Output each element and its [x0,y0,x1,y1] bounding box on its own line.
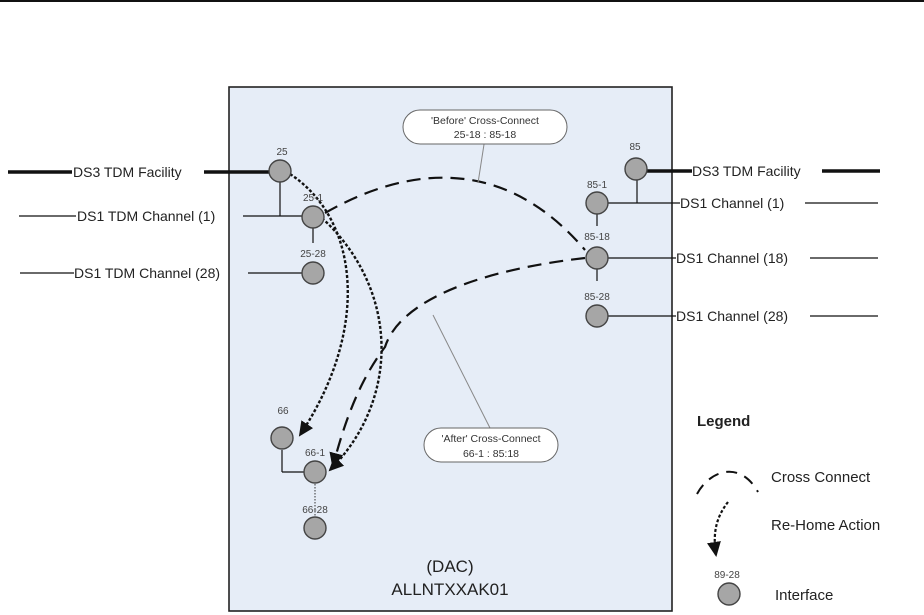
left-ds1-channel-28-label: DS1 TDM Channel (28) [74,265,220,281]
interface-node-85-18[interactable]: 85-18 [584,232,610,270]
interface-label-85: 85 [629,142,641,153]
interface-node-66-28[interactable]: 66-28 [302,505,328,540]
dashed-arc-icon [696,470,759,495]
re-home-arrow-25-to-66 [289,172,349,437]
after-cross-connect-callout: 'After' Cross-Connect 66-1 : 85:18 [423,427,559,463]
after-callout-title: 'After' Cross-Connect [441,433,540,445]
left-ds1-channel-1-label: DS1 TDM Channel (1) [77,208,215,224]
left-ds3-facility-label: DS3 TDM Facility [73,164,182,180]
after-callout-value: 66-1 : 85:18 [463,448,519,460]
right-ds1-channel-18-label: DS1 Channel (18) [676,250,788,266]
dac-type-label: (DAC) [426,557,473,576]
right-ds3-facility-link: DS3 TDM Facility [637,163,880,179]
legend-item-interface: 89-28 Interface [714,570,833,606]
after-cross-connect-arc [329,256,586,468]
interface-label-85-18: 85-18 [584,232,610,243]
interface-label-85-1: 85-1 [587,180,607,191]
interface-label-25-28: 25-28 [300,249,326,260]
legend: Legend Cross Connect Re-Home Action 89-2… [696,413,880,606]
before-cross-connect-callout: 'Before' Cross-Connect 25-18 : 85-18 [402,109,568,145]
left-ds3-facility-link: DS3 TDM Facility [8,164,270,180]
legend-interface-sample-id: 89-28 [714,570,740,581]
before-callout-title: 'Before' Cross-Connect [431,115,539,127]
interface-label-25-1: 25-1 [303,193,323,204]
right-ds1-channel-18-link: DS1 Channel (18) [596,214,878,266]
right-ds1-channel-1-label: DS1 Channel (1) [680,195,784,211]
left-ds1-channel-1-link: DS1 TDM Channel (1) [19,181,302,224]
interface-label-66: 66 [277,406,289,417]
interface-node-icon [717,582,741,606]
after-callout-leader [432,314,491,429]
dac-device-name: ALLNTXXAK01 [391,580,508,599]
right-ds1-channel-1-link: DS1 Channel (1) [607,171,878,211]
right-ds3-facility-label: DS3 TDM Facility [692,163,801,179]
legend-item-re-home-action: Re-Home Action [707,501,880,557]
interface-node-66-1[interactable]: 66-1 [303,448,327,484]
re-home-arrow-25-1-to-66-1 [321,217,383,472]
before-callout-value: 25-18 : 85-18 [454,129,517,141]
interface-node-85-28[interactable]: 85-28 [584,292,610,328]
legend-item-cross-connect: Cross Connect [696,469,871,495]
interface-label-66-28: 66-28 [302,505,328,516]
interface-node-85[interactable]: 85 [624,142,648,181]
interface-node-25[interactable]: 25 [268,147,292,183]
legend-label-re-home-action: Re-Home Action [771,517,880,534]
interface-label-66-1: 66-1 [305,448,325,459]
interface-node-85-1[interactable]: 85-1 [585,180,609,215]
before-callout-leader [477,137,486,184]
right-ds1-channel-28-label: DS1 Channel (28) [676,308,788,324]
left-ds1-channel-28-link: DS1 TDM Channel (28) [20,227,314,281]
before-cross-connect-arc [324,176,586,251]
legend-title: Legend [697,413,750,430]
interface-node-25-1[interactable]: 25-1 [301,193,325,229]
interface-node-25-28[interactable]: 25-28 [300,249,326,285]
legend-label-cross-connect: Cross Connect [771,469,871,486]
right-ds1-channel-28-link: DS1 Channel (28) [596,269,878,324]
legend-label-interface: Interface [775,587,833,604]
dotted-arrow-icon [707,501,729,557]
interface-node-66[interactable]: 66 [270,406,294,450]
interface-label-25: 25 [276,147,288,158]
interface-label-85-28: 85-28 [584,292,610,303]
